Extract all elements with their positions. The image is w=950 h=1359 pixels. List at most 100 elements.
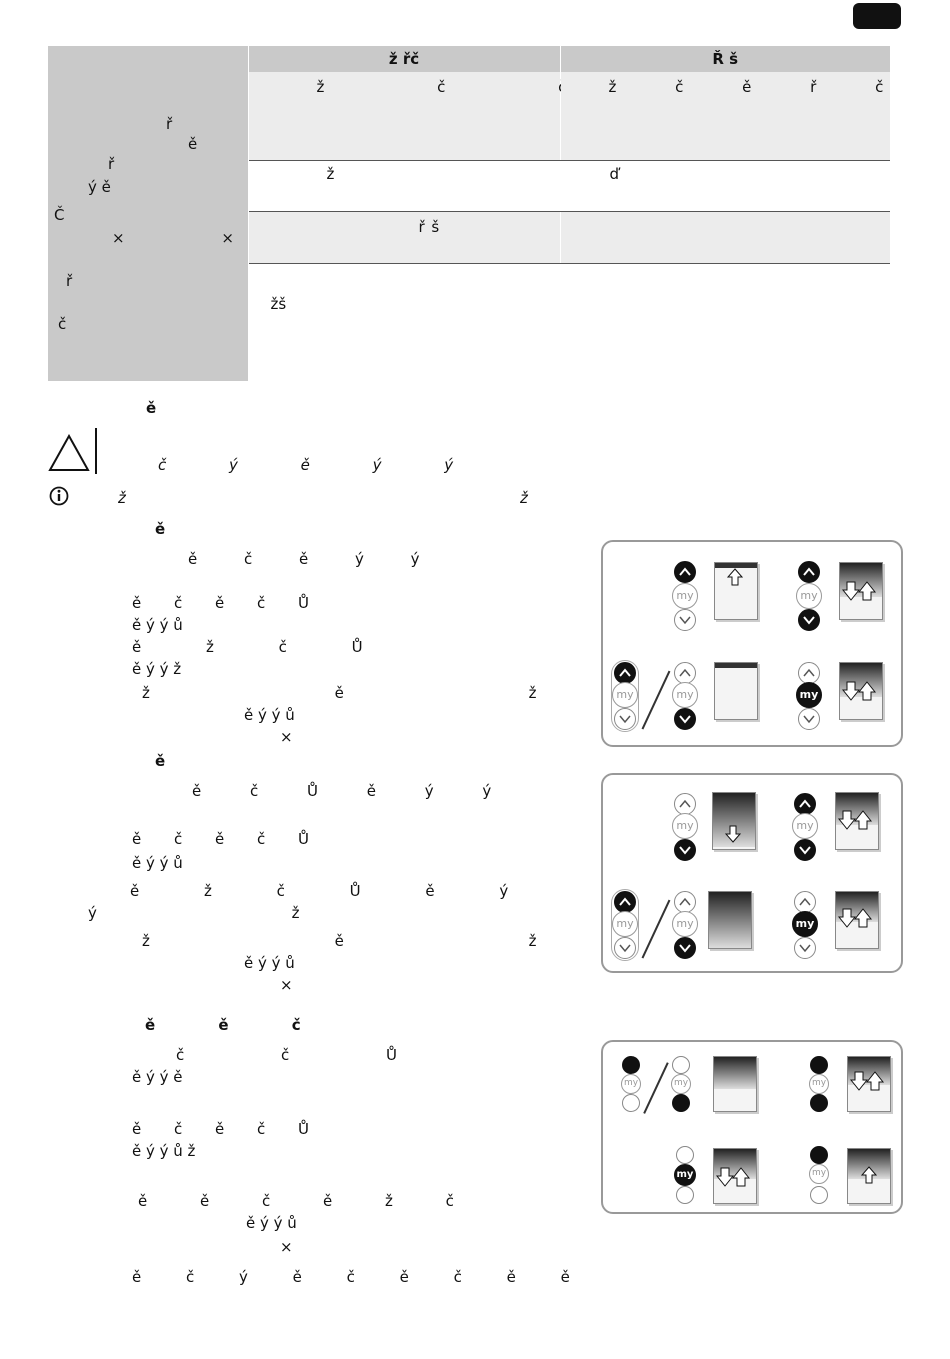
arrow-up-icon (727, 568, 743, 586)
down-button[interactable] (798, 609, 820, 631)
section-line: ě ý ý ž (132, 660, 182, 678)
my-button[interactable]: my (672, 583, 698, 609)
down-button[interactable] (794, 839, 816, 861)
my-button[interactable]: my (612, 682, 638, 708)
info-circle-icon (49, 486, 69, 506)
illustration-panel-3: my my my my my (601, 1040, 903, 1214)
section-line: × (280, 1238, 293, 1256)
my-button[interactable]: my (792, 813, 818, 839)
section-line: ě č ě č Ů (132, 1120, 310, 1138)
my-button[interactable]: my (796, 583, 822, 609)
up-button[interactable] (676, 1146, 694, 1164)
my-button[interactable]: my (792, 911, 818, 937)
my-button[interactable]: my (672, 911, 698, 937)
arrow-down-icon (725, 825, 741, 843)
up-button[interactable] (674, 891, 696, 913)
slash-divider (643, 1062, 669, 1114)
down-button[interactable] (674, 937, 696, 959)
down-button[interactable] (614, 937, 636, 959)
down-button[interactable] (810, 1094, 828, 1112)
table-text: ž č čů (316, 78, 576, 96)
illustration-panel-2: my my my my my (601, 773, 903, 973)
divider (95, 428, 97, 474)
warning-text: č ý ě ý ý (158, 456, 454, 474)
down-button[interactable] (794, 937, 816, 959)
table-text: ř (166, 115, 173, 133)
section-line: ě č Ů ě ý ý (192, 782, 492, 800)
table-cell: žš (248, 263, 890, 381)
table-left-top: ř ě ř ý ě Č × × (48, 72, 249, 263)
section-line: × (280, 976, 293, 994)
my-button[interactable]: my (672, 682, 698, 708)
remote-outline (611, 889, 639, 961)
arrows-both-icon (837, 810, 873, 830)
section-title: ě ě č (145, 1016, 301, 1034)
down-button[interactable] (810, 1186, 828, 1204)
section-line: ě č ě ý ý (188, 550, 420, 568)
arrows-both-icon (837, 908, 873, 928)
info-text: ž (118, 489, 126, 507)
table-cell (560, 211, 890, 264)
up-button[interactable] (810, 1056, 828, 1074)
my-button[interactable]: my (671, 1074, 691, 1094)
up-button[interactable] (614, 662, 636, 684)
up-button[interactable] (614, 891, 636, 913)
table-text: ď (609, 164, 620, 183)
table-text: č (58, 315, 67, 333)
up-button[interactable] (810, 1146, 828, 1164)
my-button[interactable]: my (621, 1074, 641, 1094)
down-button[interactable] (676, 1186, 694, 1204)
my-button[interactable]: my (809, 1164, 829, 1184)
table-header-1 (48, 46, 249, 72)
arrows-both-icon (841, 581, 877, 601)
table-text: ž (326, 164, 335, 183)
arrows-both-icon (841, 681, 877, 701)
illustration-panel-1: my my my my my (601, 540, 903, 747)
shade-half-icon (713, 1056, 757, 1112)
section-line: ě č ě č Ů (132, 594, 310, 612)
section-line: ě ý ý ů (246, 1214, 297, 1232)
table-text: ř (108, 155, 115, 173)
down-button[interactable] (798, 708, 820, 730)
up-button[interactable] (798, 662, 820, 684)
up-button[interactable] (672, 1056, 690, 1074)
page-marker (853, 3, 901, 29)
my-button[interactable]: my (672, 813, 698, 839)
section-line: ě ý ý ů (132, 616, 183, 634)
up-button[interactable] (794, 793, 816, 815)
down-button[interactable] (674, 609, 696, 631)
table-text: Č (54, 206, 65, 224)
shade-open-icon (714, 662, 758, 720)
down-button[interactable] (674, 708, 696, 730)
table-cell: ž č ě ř č (560, 72, 890, 161)
table-text: žš (270, 294, 287, 313)
up-button[interactable] (674, 561, 696, 583)
section-line: ě ž č Ů ě ý (130, 882, 509, 900)
up-button[interactable] (622, 1056, 640, 1074)
section-line: č č Ů (176, 1046, 398, 1064)
section-line: × (280, 728, 293, 746)
table-cell: ř š (248, 211, 561, 264)
up-button[interactable] (674, 662, 696, 684)
slash-divider (641, 899, 670, 959)
specification-table: ž řč Ř š ř ě ř ý ě Č × × ž č čů ž č ě ř … (48, 46, 890, 381)
up-button[interactable] (798, 561, 820, 583)
table-header-3: Ř š (560, 46, 890, 72)
my-button[interactable]: my (674, 1164, 696, 1186)
heading: ě (146, 399, 157, 417)
up-button[interactable] (794, 891, 816, 913)
up-button[interactable] (674, 793, 696, 815)
down-button[interactable] (622, 1094, 640, 1112)
down-button[interactable] (674, 839, 696, 861)
down-button[interactable] (672, 1094, 690, 1112)
my-button[interactable]: my (796, 682, 822, 708)
down-button[interactable] (614, 708, 636, 730)
my-button[interactable]: my (809, 1074, 829, 1094)
section-line: ě ý ý ě (132, 1068, 183, 1086)
my-button[interactable]: my (612, 911, 638, 937)
table-header-2: ž řč (248, 46, 561, 72)
table-text: ř (66, 272, 73, 290)
section-line: ě ý ý ů (132, 854, 183, 872)
shade-closed-icon (708, 891, 752, 949)
arrow-up-icon (861, 1166, 877, 1184)
